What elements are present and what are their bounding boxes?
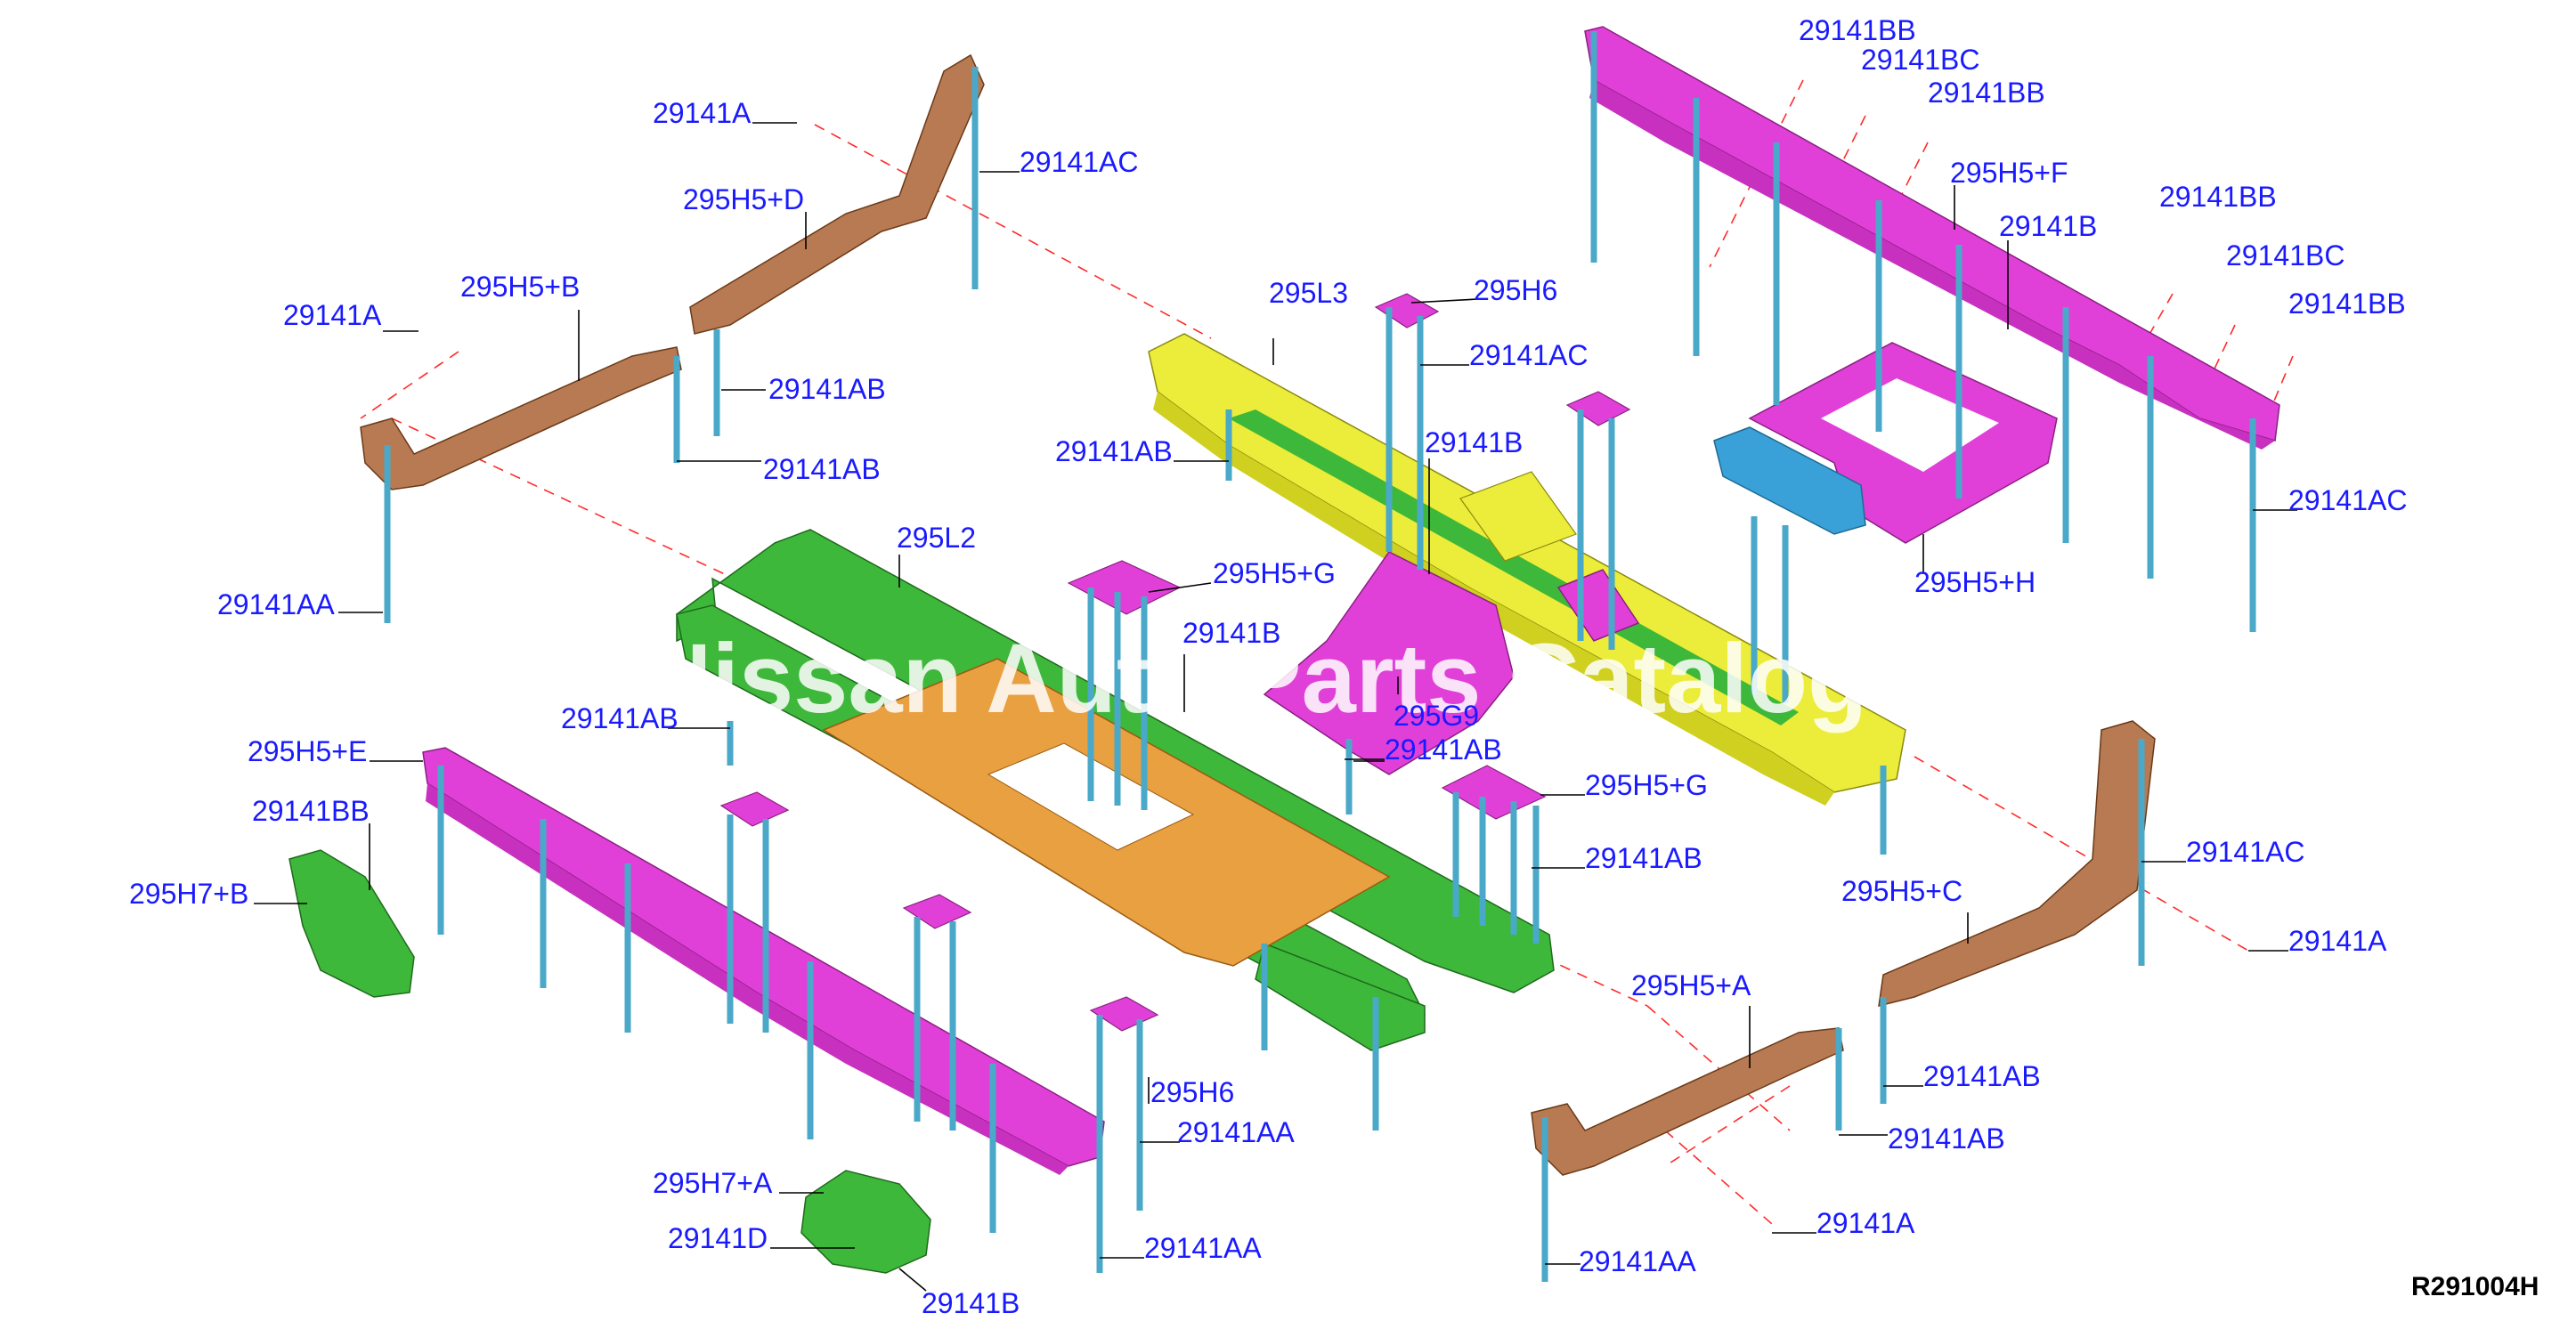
callout-295H7-B[interactable]: 295H7+B <box>129 878 248 910</box>
bracket-295H5-A <box>1531 1027 1844 1176</box>
callout-29141AA[interactable]: 29141AA <box>217 588 335 620</box>
leader-line <box>1148 582 1212 593</box>
callout-29141AB[interactable]: 29141AB <box>1385 733 1502 766</box>
callout-295H5-D[interactable]: 295H5+D <box>683 183 804 215</box>
explode-line <box>1709 79 1804 268</box>
callout-295H5-A[interactable]: 295H5+A <box>1631 969 1751 1001</box>
callout-29141AB[interactable]: 29141AB <box>1585 842 1702 874</box>
explode-line <box>814 124 1212 339</box>
callout-295H7-A[interactable]: 295H7+A <box>653 1167 773 1199</box>
callout-29141BB[interactable]: 29141BB <box>1799 14 1916 46</box>
leader-line <box>1410 298 1479 304</box>
callout-295G9[interactable]: 295G9 <box>1394 700 1479 732</box>
callout-29141BB[interactable]: 29141BB <box>252 795 370 827</box>
callout-29141AC[interactable]: 29141AC <box>2186 836 2304 868</box>
bracket-295H5-F <box>1584 26 2280 450</box>
callout-295H6[interactable]: 295H6 <box>1474 274 1557 306</box>
callout-29141AB[interactable]: 29141AB <box>1888 1122 2005 1155</box>
callout-29141B[interactable]: 29141B <box>1425 426 1523 458</box>
callout-29141BC[interactable]: 29141BC <box>1861 44 1979 76</box>
callout-29141AA[interactable]: 29141AA <box>1579 1245 1696 1277</box>
explode-line <box>1664 1130 1773 1225</box>
callout-29141AB[interactable]: 29141AB <box>768 373 886 405</box>
callout-29141B[interactable]: 29141B <box>1999 210 2097 242</box>
explode-line <box>1664 1085 1791 1167</box>
callout-29141AB[interactable]: 29141AB <box>763 453 881 485</box>
explode-line <box>1824 115 1866 197</box>
callout-29141AB[interactable]: 29141AB <box>561 702 679 734</box>
callout-295L3[interactable]: 295L3 <box>1269 277 1348 309</box>
callout-295H5-C[interactable]: 295H5+C <box>1841 875 1962 907</box>
frame-295L3 <box>1148 333 1906 806</box>
callout-29141AA[interactable]: 29141AA <box>1144 1232 1262 1264</box>
bracket-295H5-D <box>689 53 985 335</box>
explode-line <box>2270 355 2294 410</box>
callout-29141BB[interactable]: 29141BB <box>1928 77 2045 109</box>
reference-code: R291004H <box>2411 1272 2539 1301</box>
callout-29141AB[interactable]: 29141AB <box>1055 435 1173 467</box>
callout-295H5-G[interactable]: 295H5+G <box>1213 557 1336 589</box>
callout-29141B[interactable]: 29141B <box>1182 617 1280 649</box>
callout-29141A[interactable]: 29141A <box>283 299 382 331</box>
callout-295H5-B[interactable]: 295H5+B <box>460 271 580 303</box>
callout-29141AA[interactable]: 29141AA <box>1177 1116 1295 1148</box>
callout-29141AB[interactable]: 29141AB <box>1923 1060 2041 1092</box>
callout-29141A[interactable]: 29141A <box>1816 1207 1915 1239</box>
watermark: Nissan Auto Parts Catalog Pro <box>641 624 2058 733</box>
mount-295H7-B <box>288 849 415 998</box>
mount-brackets <box>719 293 1631 1032</box>
callout-295H6[interactable]: 295H6 <box>1150 1076 1234 1108</box>
callout-29141D[interactable]: 29141D <box>668 1222 768 1254</box>
callout-295H5-F[interactable]: 295H5+F <box>1950 157 2068 189</box>
callout-29141BB[interactable]: 29141BB <box>2288 288 2406 320</box>
callout-29141AC[interactable]: 29141AC <box>1469 339 1588 371</box>
callout-295H5-G[interactable]: 295H5+G <box>1585 769 1708 801</box>
bracket-295H5-C <box>1878 720 2156 1007</box>
callout-29141BC[interactable]: 29141BC <box>2226 239 2344 271</box>
explode-line <box>1914 756 2249 952</box>
callout-29141A[interactable]: 29141A <box>653 97 752 129</box>
mount-295H7-A <box>800 1170 931 1274</box>
callout-29141B[interactable]: 29141B <box>922 1287 1020 1319</box>
callout-295H5-E[interactable]: 295H5+E <box>248 735 367 767</box>
callout-labels: 29141A 29141AC 295H5+D 29141A 295H5+B 29… <box>129 14 2407 1319</box>
leader-line <box>898 1268 927 1292</box>
callout-295H5-H[interactable]: 295H5+H <box>1914 566 2036 598</box>
callout-295L2[interactable]: 295L2 <box>897 522 976 554</box>
callout-29141A[interactable]: 29141A <box>2288 925 2387 957</box>
callout-29141BB[interactable]: 29141BB <box>2159 181 2277 213</box>
explode-line <box>360 351 459 419</box>
callout-29141AC[interactable]: 29141AC <box>2288 484 2407 516</box>
bracket-295H5-B <box>360 346 682 490</box>
explode-line <box>1646 1005 1791 1131</box>
bolt-studs <box>384 31 2256 1282</box>
leader-lines <box>254 122 2297 1292</box>
callout-29141AC[interactable]: 29141AC <box>1020 146 1138 178</box>
bracket-295H5-H <box>1713 342 2058 544</box>
